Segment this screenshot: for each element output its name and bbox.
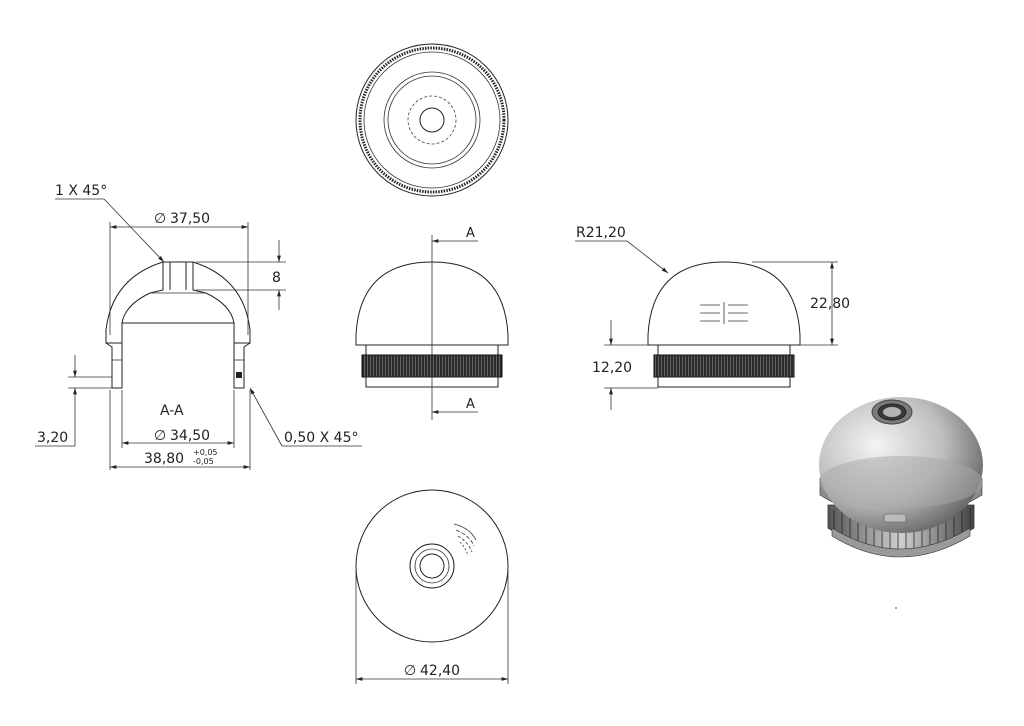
top-view xyxy=(355,43,509,197)
dim-dia-top: 37,50 xyxy=(170,211,210,227)
dim-tol-minus: -0,05 xyxy=(193,457,214,466)
dim-height-8: 8 xyxy=(272,270,281,286)
dim-radius: R21,20 xyxy=(576,225,626,241)
dim-tol-plus: +0,05 xyxy=(193,448,218,457)
dim-dia-inner: 34,50 xyxy=(170,428,210,444)
dim-chamfer-bottom: 0,50 X 45° xyxy=(284,430,358,446)
section-arrow-bottom-label: A xyxy=(466,397,475,412)
isometric-render xyxy=(819,397,983,609)
dim-height-3-20: 3,20 xyxy=(37,430,68,446)
section-arrow-top-label: A xyxy=(466,226,475,241)
dim-dia-outer: 38,80 xyxy=(144,451,184,467)
dim-chamfer-top: 1 X 45° xyxy=(55,183,107,199)
dim-height-22-80: 22,80 xyxy=(810,296,850,312)
front-view: A A xyxy=(355,226,509,420)
dim-height-12-20: 12,20 xyxy=(592,360,632,376)
section-label: A-A xyxy=(160,403,184,419)
dim-dia-symbol-2: ∅ xyxy=(154,428,166,444)
dim-dia-symbol-3: ∅ xyxy=(404,663,416,679)
bottom-view: ∅ 42,40 xyxy=(355,489,509,684)
dim-dia-symbol: ∅ xyxy=(154,211,166,227)
section-view-a-a: ∅ 37,50 1 X 45° 8 A-A 3,20 ∅ 34,50 38,80 xyxy=(35,183,362,470)
side-view: R21,20 22,80 12,20 xyxy=(575,225,850,410)
dim-dia-bottom-view: 42,40 xyxy=(420,663,460,679)
